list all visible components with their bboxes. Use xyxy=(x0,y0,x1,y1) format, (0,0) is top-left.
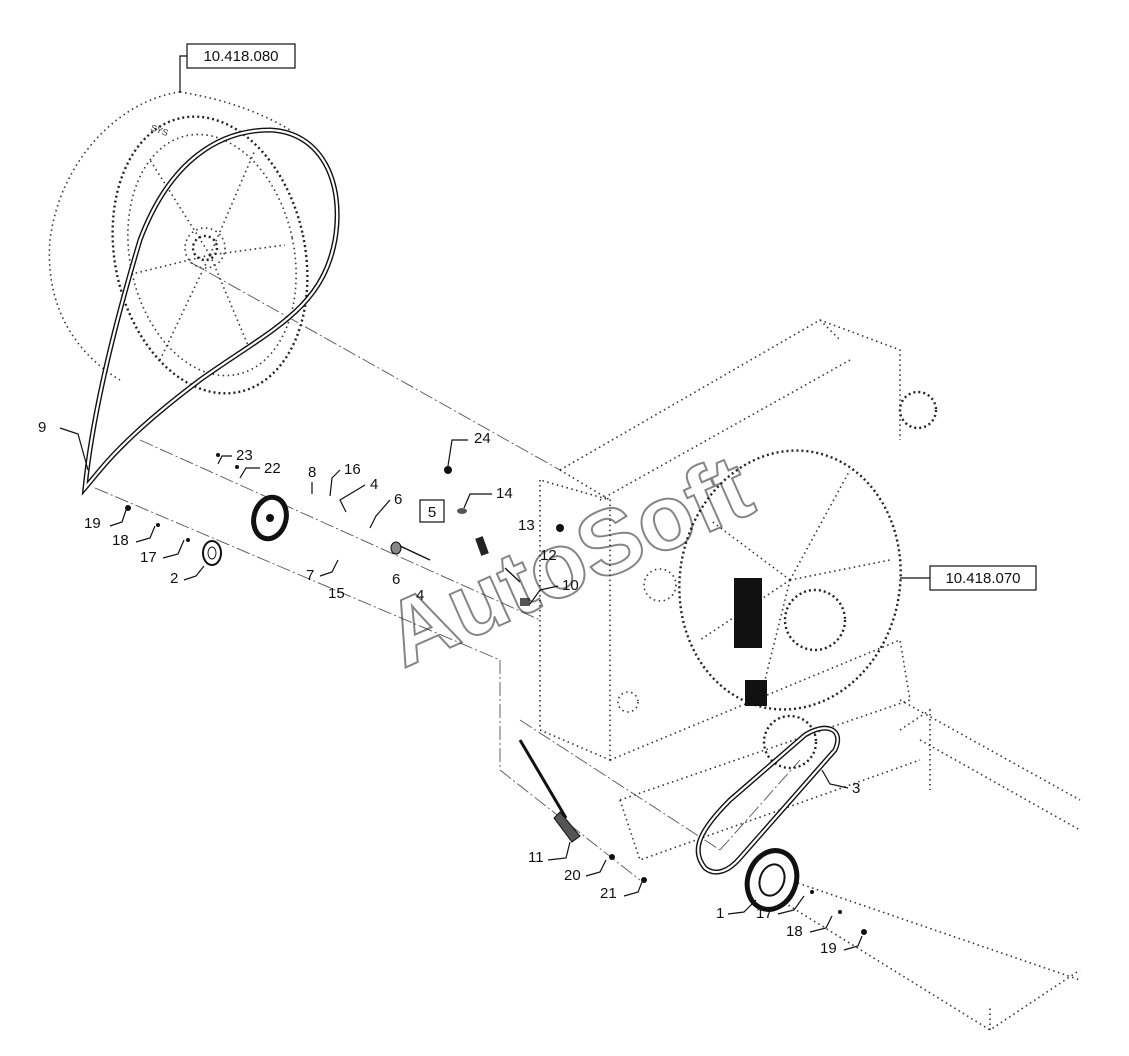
callout-8: 8 xyxy=(308,464,316,494)
callout-9: 9 xyxy=(38,419,89,471)
pulley-22 xyxy=(251,494,289,542)
callout-7: 7 xyxy=(306,559,339,584)
svg-text:22: 22 xyxy=(264,460,281,477)
svg-text:10.418.070: 10.418.070 xyxy=(945,570,1020,587)
svg-text:10: 10 xyxy=(562,577,579,594)
belt-3 xyxy=(695,725,841,875)
svg-text:14: 14 xyxy=(496,485,513,502)
svg-text:19: 19 xyxy=(820,940,837,957)
lever-11 xyxy=(518,739,581,843)
svg-text:19: 19 xyxy=(84,515,101,532)
svg-text:4: 4 xyxy=(370,476,378,493)
belt-9 xyxy=(81,127,340,496)
callout-11: 11 xyxy=(528,841,571,866)
callout-16: 16 xyxy=(329,461,361,497)
callout-20: 20 xyxy=(564,859,607,884)
main-frame xyxy=(539,319,1081,1031)
callout-6-upper: 6 xyxy=(369,491,402,529)
callout-21: 21 xyxy=(600,881,643,902)
svg-text:SYS: SYS xyxy=(149,122,169,138)
callout-18-right: 18 xyxy=(786,915,833,940)
callout-15: 15 xyxy=(328,585,345,602)
centerlines xyxy=(94,261,801,881)
svg-text:8: 8 xyxy=(308,464,316,481)
callout-24: 24 xyxy=(447,430,491,467)
callout-13: 13 xyxy=(518,517,535,534)
callout-10: 10 xyxy=(529,577,579,605)
callout-17-right: 17 xyxy=(756,895,805,922)
callout-12: 12 xyxy=(540,547,557,564)
svg-text:12: 12 xyxy=(540,547,557,564)
svg-text:15: 15 xyxy=(328,585,345,602)
callout-23: 23 xyxy=(217,447,253,465)
callout-17-left: 17 xyxy=(140,539,185,566)
svg-text:5: 5 xyxy=(428,504,436,521)
svg-text:16: 16 xyxy=(344,461,361,478)
reference-box-top[interactable]: 10.418.080 xyxy=(179,43,296,92)
svg-text:10.418.080: 10.418.080 xyxy=(203,48,278,65)
callout-19-right: 19 xyxy=(820,935,863,957)
watermark: AutoSoft xyxy=(370,435,766,686)
reference-box-right[interactable]: 10.418.070 xyxy=(900,565,1037,591)
svg-text:20: 20 xyxy=(564,867,581,884)
svg-text:23: 23 xyxy=(236,447,253,464)
callout-14: 14 xyxy=(463,485,513,509)
reference-box-item-5[interactable]: 5 xyxy=(419,499,445,523)
svg-text:17: 17 xyxy=(756,905,773,922)
svg-text:9: 9 xyxy=(38,419,46,436)
svg-text:11: 11 xyxy=(528,849,544,866)
callout-2: 2 xyxy=(170,565,205,587)
svg-text:18: 18 xyxy=(112,532,129,549)
svg-text:4: 4 xyxy=(416,587,424,604)
svg-text:24: 24 xyxy=(474,430,491,447)
callout-22: 22 xyxy=(239,460,281,479)
svg-text:2: 2 xyxy=(170,570,178,587)
callout-4-upper: 4 xyxy=(339,476,378,513)
svg-text:3: 3 xyxy=(852,780,860,797)
svg-text:18: 18 xyxy=(786,923,803,940)
svg-text:17: 17 xyxy=(140,549,157,566)
svg-text:1: 1 xyxy=(716,905,724,922)
svg-text:6: 6 xyxy=(394,491,402,508)
callout-4-lower: 4 xyxy=(416,587,424,604)
fan-drum: SYS xyxy=(48,91,309,395)
svg-text:6: 6 xyxy=(392,571,400,588)
callouts: 9 23 22 8 16 4 24 6 14 13 12 19 18 17 2 … xyxy=(38,419,863,957)
callout-19-left: 19 xyxy=(84,509,127,532)
callout-18-left: 18 xyxy=(112,525,156,549)
pulley-1 xyxy=(744,848,800,912)
callout-6-lower: 6 xyxy=(392,571,400,588)
svg-text:13: 13 xyxy=(518,517,535,534)
hardware-parts xyxy=(125,453,867,935)
idler-2 xyxy=(202,540,222,566)
callout-3: 3 xyxy=(821,769,860,797)
svg-text:21: 21 xyxy=(600,885,617,902)
svg-text:7: 7 xyxy=(306,567,314,584)
callout-1: 1 xyxy=(716,899,757,922)
